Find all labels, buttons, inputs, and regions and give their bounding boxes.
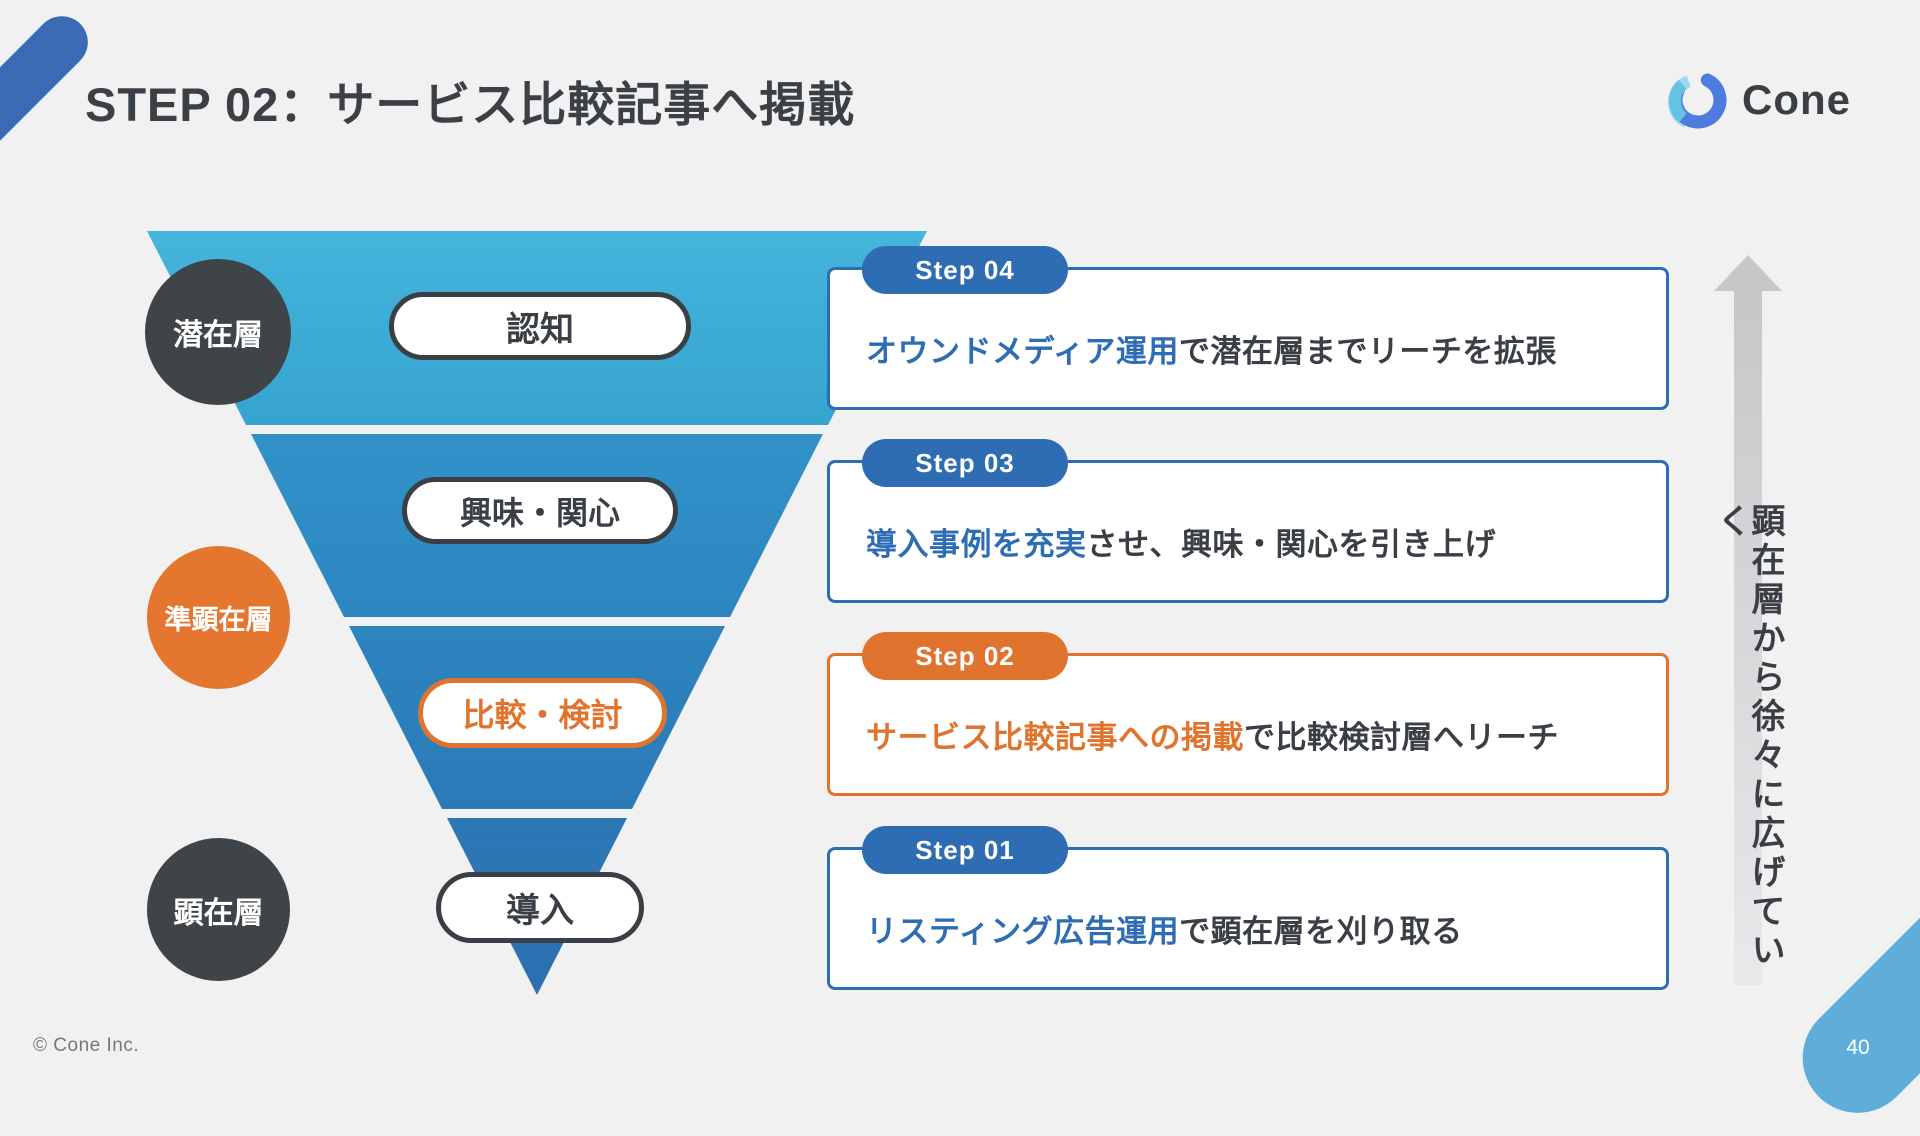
step-description-highlight: リスティング広告運用	[866, 914, 1180, 949]
copyright-text: © Cone Inc.	[33, 1035, 140, 1056]
step-description-highlight: オウンドメディア運用	[866, 334, 1179, 369]
step-description-highlight: 導入事例を充実	[866, 527, 1087, 562]
audience-label: 潜在層	[173, 319, 263, 352]
step-description: オウンドメディア運用で潜在層までリーチを拡張	[866, 326, 1557, 371]
side-arrow-caption: 顕在層から徐々に広げていく	[1712, 503, 1784, 971]
corner-stripe-bottom-right	[1779, 788, 1920, 1136]
stage-label: 興味・関心	[459, 494, 620, 531]
step-description: サービス比較記事への掲載で比較検討層へリーチ	[866, 712, 1559, 757]
step-description-highlight: サービス比較記事への掲載	[866, 720, 1244, 755]
stage-label: 導入	[506, 892, 574, 930]
corner-stripe-top-left	[0, 5, 99, 201]
audience-label: 準顕在層	[164, 605, 273, 635]
page-title: STEP 02：サービス比較記事へ掲載	[85, 78, 856, 131]
step-card-03: Step 03 導入事例を充実させ、興味・関心を引き上げ	[827, 439, 1669, 603]
audience-circle-latent: 潜在層	[145, 259, 291, 405]
cone-ring-icon	[1668, 70, 1728, 130]
up-arrow-head-icon	[1714, 255, 1782, 291]
stage-label: 比較・検討	[462, 697, 623, 733]
step-card-01: Step 01 リスティング広告運用で顕在層を刈り取る	[827, 826, 1669, 990]
step-badge: Step 01	[862, 826, 1068, 874]
audience-circle-semi-apparent: 準顕在層	[147, 546, 290, 689]
step-badge: Step 02	[862, 632, 1068, 680]
up-arrow-shaft	[1734, 289, 1762, 985]
step-description-rest: で比較検討層へリーチ	[1244, 720, 1559, 755]
step-description-rest: で潜在層までリーチを拡張	[1178, 334, 1557, 369]
audience-label: 顕在層	[173, 896, 264, 930]
step-badge: Step 03	[862, 439, 1068, 487]
stage-pill-comparison: 比較・検討	[418, 678, 667, 748]
step-card-02: Step 02 サービス比較記事への掲載で比較検討層へリーチ	[827, 632, 1669, 796]
step-description: リスティング広告運用で顕在層を刈り取る	[866, 906, 1463, 951]
audience-circle-apparent: 顕在層	[147, 838, 290, 981]
stage-label: 認知	[506, 310, 574, 349]
step-description: 導入事例を充実させ、興味・関心を引き上げ	[866, 519, 1496, 564]
stage-pill-awareness: 認知	[389, 292, 691, 360]
stage-pill-interest: 興味・関心	[402, 477, 678, 544]
stage-pill-adoption: 導入	[436, 872, 644, 943]
step-badge: Step 04	[862, 246, 1068, 294]
page-number: 40	[1846, 1036, 1870, 1059]
step-card-04: Step 04 オウンドメディア運用で潜在層までリーチを拡張	[827, 246, 1669, 410]
cone-logo: Cone	[1668, 70, 1851, 130]
step-description-rest: で顕在層を刈り取る	[1179, 914, 1463, 949]
step-description-rest: させ、興味・関心を引き上げ	[1086, 527, 1496, 562]
logo-wordmark: Cone	[1742, 76, 1851, 123]
